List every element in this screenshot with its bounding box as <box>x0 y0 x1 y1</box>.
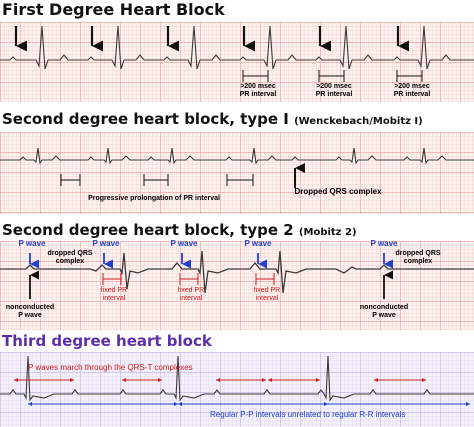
p-wave-label: P wave <box>170 239 198 248</box>
first-degree-title: First Degree Heart Block <box>2 0 225 19</box>
p-wave-label: P wave <box>18 239 46 248</box>
p-wave-arrows <box>29 253 393 269</box>
first-degree-ecg-strip <box>0 22 474 102</box>
fixed-pr-brackets <box>102 273 275 285</box>
second-degree-type1-ecg-trace <box>0 147 474 165</box>
progressive-prolongation-label: Progressive prolongation of PR interval <box>88 195 220 202</box>
third-degree-title: Third degree heart block <box>2 332 212 350</box>
second-degree-type2-subtitle: (Mobitz 2) <box>298 227 357 238</box>
second-degree-type2-ecg-trace <box>0 250 474 294</box>
pr-interval-brackets <box>60 174 254 186</box>
second-degree-type1-subtitle: (Wenckebach/Mobitz I) <box>294 116 423 127</box>
p-waves-march-label: P waves march through the QRS-T complexe… <box>28 363 193 372</box>
first-degree-ecg-trace <box>0 25 474 70</box>
third-degree-ecg-strip <box>0 352 474 427</box>
second-degree-type2-title: Second degree heart block, type 2 (Mobit… <box>2 221 357 239</box>
p-wave-label: P wave <box>370 239 398 248</box>
second-degree-type1-ecg-strip <box>0 132 474 214</box>
p-wave-arrows <box>14 26 409 52</box>
dropped-qrs-label: Dropped QRS complex <box>294 187 382 196</box>
pr-interval-brackets <box>242 70 423 82</box>
second-degree-type2-ecg-strip <box>0 241 474 330</box>
p-wave-label: P wave <box>244 239 272 248</box>
second-degree-type1-title: Second degree heart block, type I (Wenck… <box>2 110 423 128</box>
p-wave-label: P wave <box>92 239 120 248</box>
regular-intervals-label: Regular P-P intervals unrelated to regul… <box>210 410 406 419</box>
third-degree-ecg-trace <box>0 355 474 402</box>
